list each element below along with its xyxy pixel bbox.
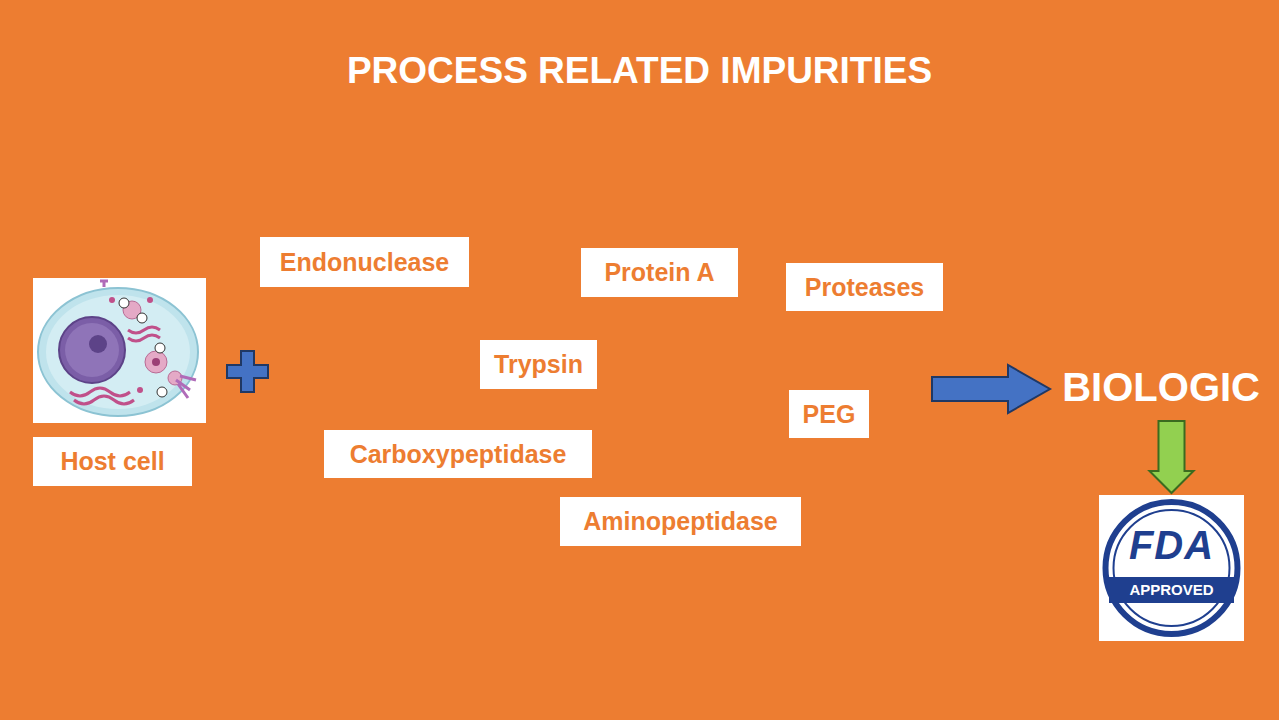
node-text: BIOLOGIC bbox=[1062, 365, 1260, 410]
node-text: Aminopeptidase bbox=[583, 507, 777, 536]
node-text: Proteases bbox=[805, 273, 925, 302]
impurity-box: PEG bbox=[789, 390, 869, 438]
impurity-box: Carboxypeptidase bbox=[324, 430, 592, 478]
cell-illustration bbox=[33, 278, 206, 423]
title: PROCESS RELATED IMPURITIES bbox=[0, 50, 1279, 92]
impurity-box: Aminopeptidase bbox=[560, 497, 801, 546]
process-arrow bbox=[932, 365, 1050, 413]
impurity-box: Endonuclease bbox=[260, 237, 469, 287]
badge-band-text: APPROVED bbox=[1099, 581, 1244, 598]
impurity-box: Trypsin bbox=[480, 340, 597, 389]
impurity-box: Proteases bbox=[786, 263, 943, 311]
plus-symbol bbox=[227, 351, 268, 392]
node-text: Protein A bbox=[604, 258, 714, 287]
badge-seal bbox=[1099, 495, 1244, 641]
fda-badge: FDA APPROVED bbox=[1099, 495, 1244, 641]
node-text: Trypsin bbox=[494, 350, 583, 379]
host-cell-label: Host cell bbox=[33, 437, 192, 486]
impurity-box: Protein A bbox=[581, 248, 738, 297]
badge-mark: FDA bbox=[1099, 523, 1244, 568]
node-text: PEG bbox=[803, 400, 856, 429]
node-text: Carboxypeptidase bbox=[350, 440, 567, 469]
product-label: BIOLOGIC bbox=[1050, 360, 1272, 415]
approval-arrow bbox=[1150, 421, 1194, 493]
node-text: Endonuclease bbox=[280, 248, 450, 277]
node-text: Host cell bbox=[60, 447, 164, 476]
